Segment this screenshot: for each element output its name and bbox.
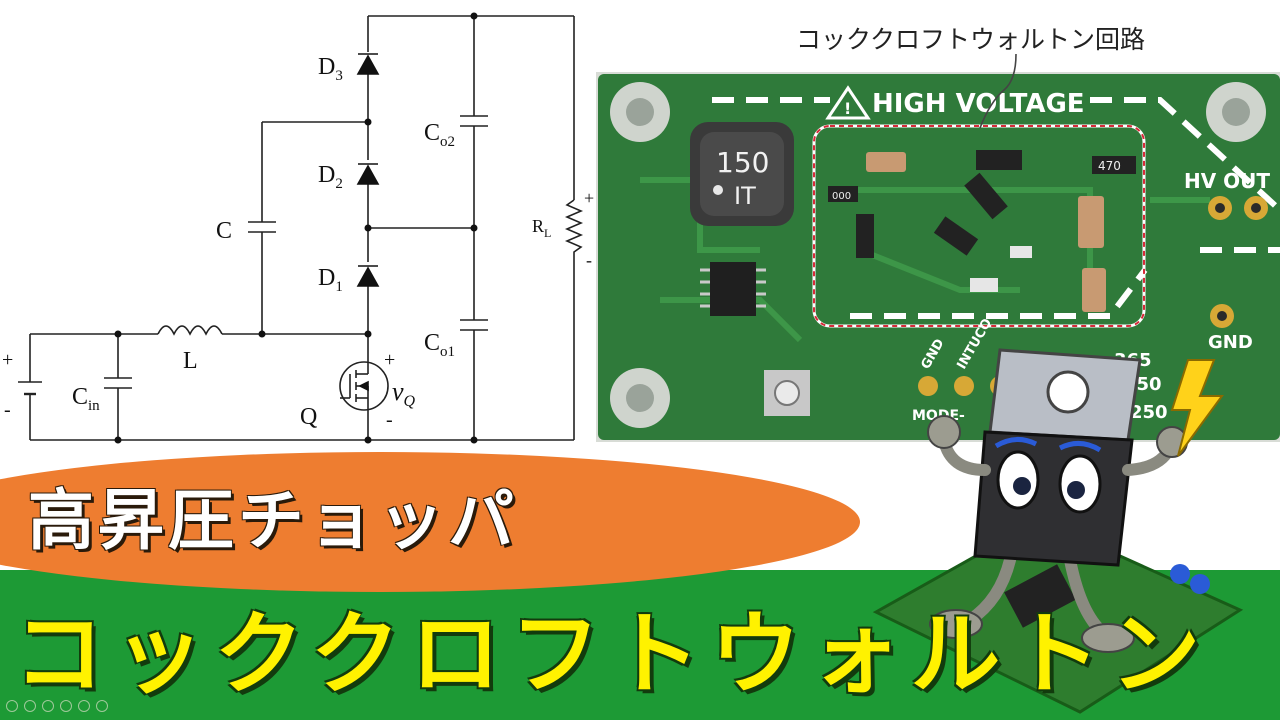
board-warning-text: HIGH VOLTAGE [872, 89, 1085, 119]
circuit-labels: D3 D2 D1 C Co2 Co1 RL L Cin Q vQ + - + -… [2, 54, 594, 431]
pcb-photo: 150 IT ! HIGH VOLTAGE 470 000 [596, 72, 1280, 442]
diode-symbols [356, 53, 380, 392]
next-slide-icon[interactable] [24, 700, 36, 712]
title-bottom: コッククロフトウォルトン [14, 602, 1211, 707]
junction-dots [114, 12, 478, 444]
more-icon[interactable] [96, 700, 108, 712]
pen-icon[interactable] [42, 700, 54, 712]
transistor-mascot [872, 348, 1244, 714]
resistor-code: 470 [1098, 159, 1121, 173]
circuit-diagram [18, 15, 584, 441]
label-l: L [183, 348, 198, 374]
label-rl: RL [532, 216, 551, 240]
label-vq-minus: - [386, 409, 393, 431]
label-rl-minus: - [586, 250, 592, 270]
slides-icon[interactable] [60, 700, 72, 712]
label-d1: D1 [318, 265, 343, 295]
cw-components: 470 000 [828, 150, 1136, 312]
label-d3: D3 [318, 54, 343, 84]
partial-text-3: 250 [1130, 402, 1168, 423]
label-vq-plus: + [384, 349, 395, 371]
callout-leader [979, 53, 1017, 129]
label-cin: Cin [72, 384, 100, 414]
label-co1: Co1 [424, 330, 455, 360]
label-d2: D2 [318, 162, 343, 192]
inductor-marking-bottom: IT [734, 182, 756, 210]
zoom-icon[interactable] [78, 700, 90, 712]
svg-text:!: ! [844, 99, 851, 118]
slide-controls [6, 700, 166, 716]
label-c: C [216, 218, 232, 244]
orange-banner [0, 452, 860, 592]
prev-slide-icon[interactable] [6, 700, 18, 712]
label-rl-plus: + [584, 188, 594, 208]
inductor-marking-top: 150 [716, 146, 769, 179]
label-src-plus: + [2, 349, 13, 371]
title-top: 高昇圧チョッパ [28, 482, 518, 559]
label-co2: Co2 [424, 120, 455, 150]
callout-label: コッククロフトウォルトン回路 [796, 25, 1146, 54]
label-q: Q [300, 404, 317, 430]
hv-out-label: HV OUT [1184, 169, 1270, 193]
label-vq: vQ [392, 377, 416, 410]
small-code: 000 [832, 191, 851, 202]
gnd-label: GND [1208, 332, 1253, 353]
label-src-minus: - [4, 399, 11, 421]
